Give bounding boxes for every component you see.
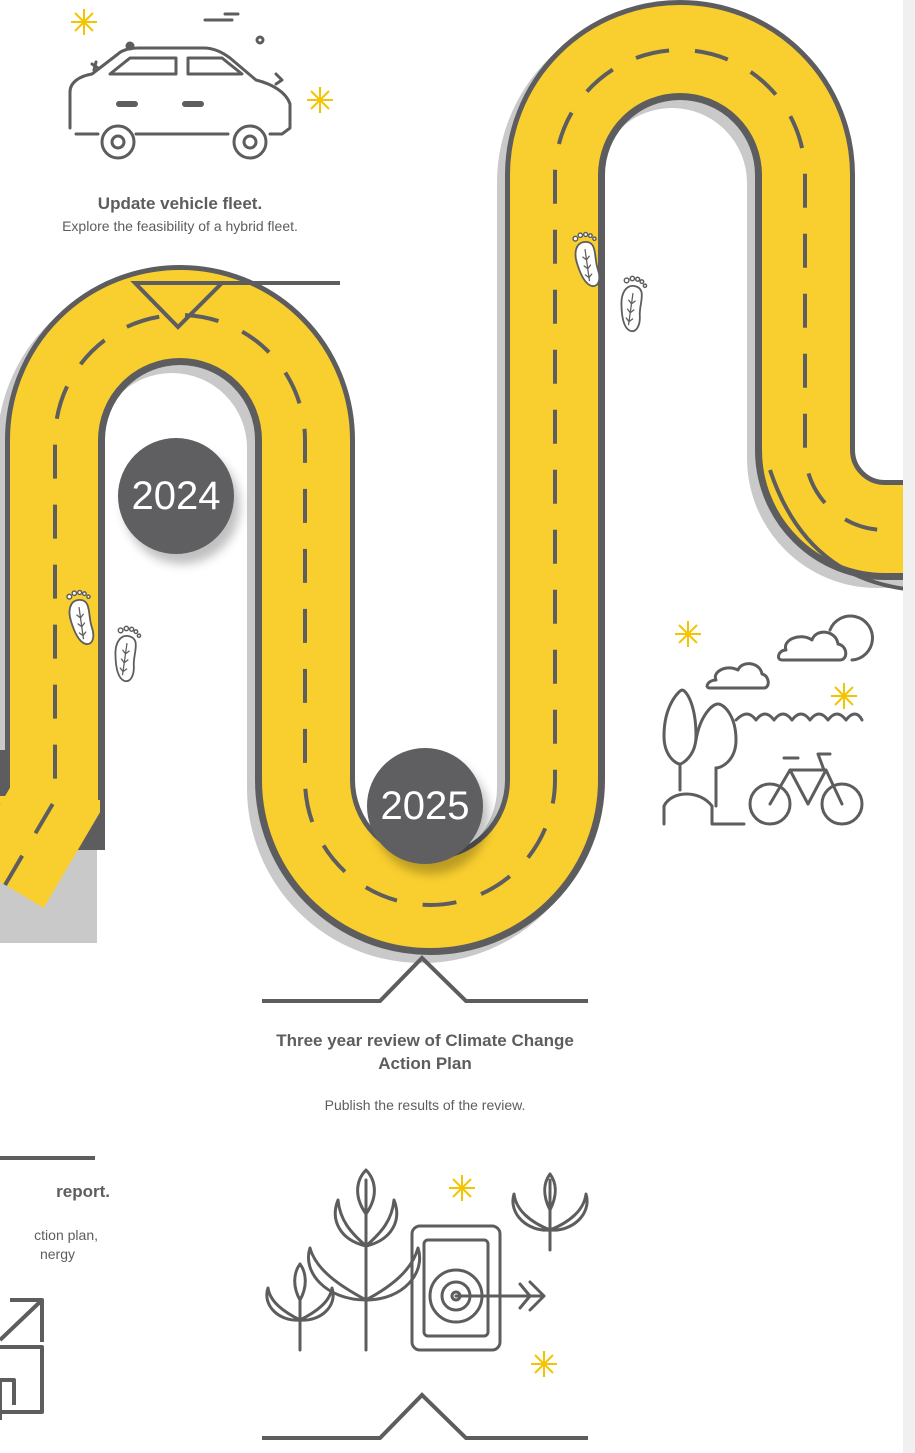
year-badge-2025: 2025 (367, 748, 483, 864)
year-badge-2024: 2024 (118, 438, 234, 554)
scrollbar[interactable] (903, 0, 915, 1453)
park-bicycle-icon (664, 616, 872, 824)
sparkle-icon (531, 1351, 557, 1377)
document-arrow-icon (0, 1300, 42, 1420)
sparkle-icon (831, 683, 857, 709)
milestone-description-line: ction plan, (0, 1226, 98, 1245)
milestone-description: Explore the feasibility of a hybrid flee… (10, 217, 350, 236)
plants-target-icon (267, 1170, 587, 1350)
sparkle-icon (675, 621, 701, 647)
pointer-review-bottom (262, 1395, 588, 1438)
milestone-title-fragment: report. (0, 1180, 110, 1203)
car-icon (70, 14, 290, 158)
sparkle-icon (307, 87, 333, 113)
milestone-description-line: nergy (0, 1245, 75, 1264)
milestone-title: Update vehicle fleet. (40, 192, 320, 215)
milestone-description: Publish the results of the review. (262, 1096, 588, 1115)
pointer-review-top (262, 958, 588, 1001)
sparkle-icon (71, 9, 97, 35)
milestone-title: Three year review of Climate Change Acti… (262, 1029, 588, 1075)
sparkle-icon (449, 1175, 475, 1201)
